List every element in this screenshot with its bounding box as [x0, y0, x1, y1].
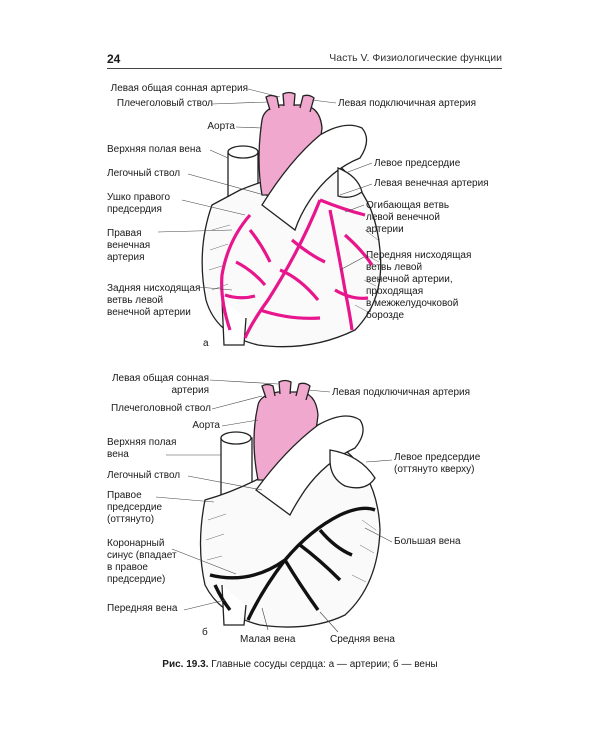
label-a-aorta: Аорта [207, 121, 235, 132]
aortic-branch-3 [299, 94, 315, 113]
label-b-aorta: Аорта [192, 420, 220, 431]
label-a-pulmonary-trunk: Легочный ствол [107, 168, 181, 179]
figure-b-tag: б [202, 627, 208, 638]
label-b-pulmonary-trunk: Легочный ствол [107, 470, 181, 481]
aortic-branch-2 [282, 91, 296, 107]
page-number: 24 [107, 52, 121, 66]
svc-opening [227, 145, 259, 159]
running-title: Часть V. Физиологические функции [329, 52, 502, 64]
coronary-arteries [220, 198, 374, 339]
label-b-anterior-vein: Передняя вена [107, 603, 178, 614]
heart-arteries-illustration [157, 88, 382, 348]
label-a-right-coronary: Правая венечная артерия [107, 228, 151, 263]
aortic-branch-b3 [295, 382, 311, 401]
label-b-right-atrium: Правое предсердие (оттянуто) [107, 490, 163, 525]
label-a-anterior-descending: Передняя нисходящая ветвь левой венечной… [366, 250, 472, 321]
label-a-left-atrium: Левое предсердие [374, 158, 461, 169]
label-b-brachiocephalic: Плечеголовной ствол [110, 403, 211, 414]
label-a-right-auricle: Ушко правого предсердия [107, 192, 171, 215]
aortic-branch-b2 [278, 379, 292, 395]
heart-veins-illustration [155, 379, 393, 633]
label-a-left-coronary: Левая венечная артерия [374, 178, 489, 189]
header-rule [107, 68, 502, 69]
shading-b [205, 513, 377, 583]
left-auricle [337, 167, 363, 198]
shading-a [208, 224, 380, 313]
caption-text: Главные сосуды сердца: а — артерии; б — … [208, 659, 438, 670]
aortic-branch-1 [265, 94, 280, 111]
label-b-coronary-sinus: Коронарный синус (впадает в правое предс… [107, 538, 177, 585]
pulmonary-trunk-shape-b [255, 415, 364, 516]
leaders-b [155, 379, 393, 633]
label-a-brachiocephalic: Плечеголовый ствол [116, 98, 213, 109]
figure-a-tag: а [203, 338, 209, 349]
label-b-small-vein: Малая вена [240, 634, 296, 645]
label-a-svc: Верхняя полая вена [107, 144, 202, 155]
left-atrium-b [329, 449, 376, 489]
aortic-branch-b1 [261, 383, 276, 399]
label-a-circumflex: Огибающая ветвь левой венечной артерии [366, 200, 450, 235]
label-b-left-atrium: Левое предсердие (оттянуто кверху) [394, 452, 481, 475]
label-b-great-vein: Большая вена [394, 536, 461, 547]
label-b-left-common-carotid: Левая общая сонная артерия [111, 373, 209, 396]
ivc-shape [221, 299, 247, 346]
ivc-shape-b [221, 584, 247, 626]
label-b-svc: Верхняя полая вена [107, 437, 177, 460]
caption-prefix: Рис. 19.3. [162, 659, 209, 670]
label-a-left-subclavian: Левая подключичная артерия [338, 98, 477, 109]
pulmonary-trunk-shape [261, 124, 368, 232]
svc-opening-b [220, 431, 252, 445]
leaders-a [157, 88, 373, 291]
label-a-posterior-descending: Задняя нисходящая ветвь левой венечной а… [107, 283, 201, 318]
page-header: 24 Часть V. Физиологические функции [107, 52, 502, 66]
label-b-middle-vein: Средняя вена [330, 634, 395, 645]
cardiac-veins [209, 506, 376, 621]
figure-caption: Рис. 19.3. Главные сосуды сердца: а — ар… [0, 659, 600, 670]
label-b-left-subclavian: Левая подключичная артерия [332, 387, 471, 398]
label-a-left-common-carotid: Левая общая сонная артерия [110, 83, 248, 94]
